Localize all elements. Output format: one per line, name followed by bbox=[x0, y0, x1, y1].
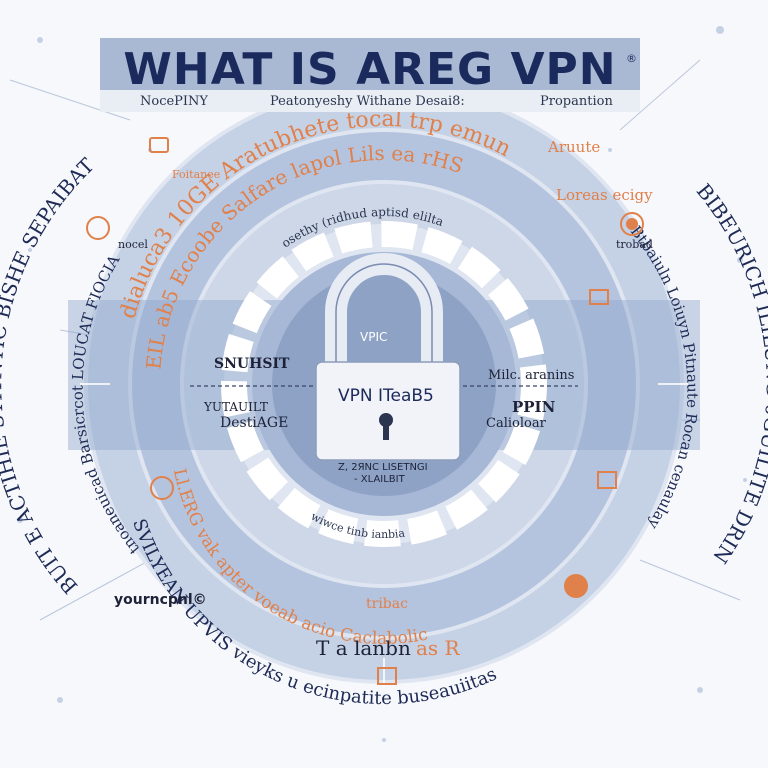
shield-icon bbox=[86, 216, 110, 240]
label-left-lower-2: DestiAGE bbox=[220, 415, 289, 431]
label-left-icon: nocel bbox=[118, 238, 148, 251]
subtitle-center: Peatonyeshy Withane Desai8: bbox=[270, 94, 465, 109]
orange-badge-icon bbox=[564, 574, 588, 598]
label-top-right-3: trobad bbox=[616, 238, 653, 251]
ring-text-outer-left: BUIT E ACTIHIE STITNTIC BISHE SEPAIBATI bbox=[0, 0, 99, 599]
padlock-shackle-outline bbox=[335, 263, 433, 368]
label-bottom-center: tribac bbox=[366, 596, 408, 612]
label-top-right-1: Aruute bbox=[548, 138, 601, 156]
inner-ring bbox=[184, 184, 584, 584]
orange-icons bbox=[86, 137, 644, 685]
label-top-left-icon: Foitanee bbox=[172, 168, 221, 181]
padlock-shackle-label: VPIC bbox=[360, 330, 388, 344]
segmented-ring bbox=[221, 221, 547, 547]
label-bottom-tag-2: as R bbox=[416, 636, 460, 660]
subtitle-strip bbox=[100, 90, 640, 112]
middle-ring bbox=[132, 132, 636, 636]
padlock-icon bbox=[315, 253, 461, 461]
label-left-upper: SNUHSIT bbox=[214, 356, 290, 372]
lock-caption-line1: Z, 2ЯNC LISETNGI bbox=[338, 462, 428, 473]
subtitle-right: Propantion bbox=[540, 94, 613, 109]
gear-icon bbox=[620, 212, 644, 236]
registered-mark: ® bbox=[626, 52, 637, 65]
label-bottom-left: yourncpnl© bbox=[114, 592, 207, 608]
padlock-body-label: VPN ITeaB5 bbox=[338, 386, 434, 406]
keyhole-icon bbox=[379, 413, 393, 427]
device-icon bbox=[149, 137, 169, 153]
ring-text-outer-right: BIBEURICH ILILUNG 0GUILITE DRIN bbox=[692, 179, 768, 568]
label-right-lower-2: Calioloar bbox=[486, 416, 546, 431]
chart-icon bbox=[597, 471, 617, 489]
document-icon bbox=[377, 667, 397, 685]
subtitle-left: NocePINY bbox=[140, 94, 209, 109]
orange-badge-icon-2 bbox=[626, 218, 638, 230]
padlock-body bbox=[315, 361, 461, 461]
label-bottom-tag-1: T a lanbn bbox=[316, 636, 411, 660]
globe-icon bbox=[150, 476, 174, 500]
label-top-right-2: Loreas ecigy bbox=[556, 186, 653, 204]
lock-caption-line2: - XLAILBIT bbox=[354, 474, 405, 485]
label-right-lower-1: PPIN bbox=[512, 398, 556, 416]
monitor-icon bbox=[589, 289, 609, 305]
speckle-dots bbox=[17, 26, 747, 742]
label-right-upper: Milc. aranins bbox=[488, 368, 575, 383]
label-left-lower-1: YUTAUILT bbox=[204, 400, 268, 414]
page-title: WHAT IS AREG VPN bbox=[123, 44, 617, 95]
